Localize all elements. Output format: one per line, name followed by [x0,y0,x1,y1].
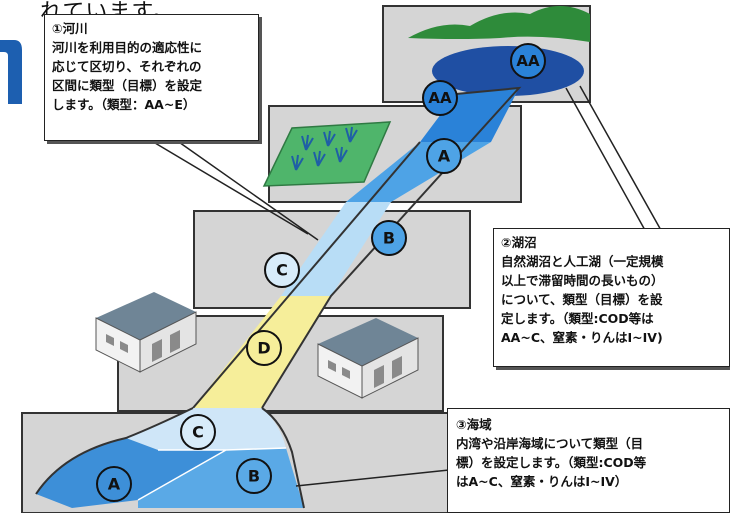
river-callout-line: 河川を利用目的の適応性に [52,40,203,55]
lake-callout-line: 定します。（類型:COD等は [501,311,654,326]
leader-line-lake [565,85,663,233]
lake-callout-line: 自然湖沼と人工湖（一定規模 [501,254,664,269]
grade-label-upper-aa: AA [428,89,452,107]
lake-callout-box: ②湖沼 自然湖沼と人工湖（一定規模 以上で滞留時間の長いもの） について、類型（… [493,228,730,367]
river-outline [192,86,522,409]
lake-callout-title: ②湖沼 [501,235,537,250]
lake-shape [432,46,584,96]
grade-circle-sea-b [236,458,272,494]
grade-label-c-river: C [276,261,288,280]
river-segment-upper [420,88,519,142]
grade-circle-d [246,330,282,366]
leader-line-sea [295,469,450,487]
sea-callout-line: 内湾や沿岸海域について類型（目 [456,436,644,451]
heading-fragment-shape [0,40,22,104]
grade-circle-c-sea [180,414,216,450]
grade-label-b: B [383,229,395,248]
grade-label-sea-a: A [108,475,121,494]
grade-circle-upper-aa [422,80,458,116]
factory-left-illustration [95,292,197,373]
lake-callout-line: 以上で滞留時間の長いもの） [501,273,664,288]
grade-circle-a [426,138,462,174]
sea-callout-title: ③海域 [456,417,492,432]
grade-circle-c-river [264,252,300,288]
lake-callout-line: AA~C、窒素・りんはI~IV) [501,330,663,345]
mountain-shape [408,6,590,42]
grade-circle-sea-a [96,466,132,502]
leader-line-river [149,139,319,241]
grade-circle-lake-aa [510,43,546,79]
river-callout-line: 区間に類型（目標）を設定 [52,78,203,93]
sea-callout-line: 標）を設定します。（類型:COD等 [456,455,647,470]
sea-callout-line: はA~C、窒素・りんはI~IV） [456,474,628,489]
sea-outline [35,407,305,509]
grade-label-c-sea: C [192,423,204,442]
river-callout-title: ①河川 [52,21,88,36]
rice-paddy-illustration [262,121,392,187]
sea-a-zone [36,438,226,508]
factory-right-illustration [317,318,419,399]
sea-zone-lines [137,447,287,501]
grade-label-d: D [257,339,270,358]
grade-label-a: A [438,147,451,166]
grade-label-sea-b: B [248,467,260,486]
lake-callout-line: について、類型（目標）を設 [501,292,663,307]
river-callout-box: ①河川 河川を利用目的の適応性に 応じて区切り、それぞれの 区間に類型（目標）を… [44,14,259,141]
grade-circle-b [371,220,407,256]
river-callout-line: 応じて区切り、それぞれの [52,59,202,74]
grade-label-lake-aa: AA [516,52,540,70]
river-callout-line: します。（類型：AA~E） [52,97,196,112]
sea-callout-box: ③海域 内湾や沿岸海域について類型（目 標）を設定します。（類型:COD等 はA… [447,408,730,513]
